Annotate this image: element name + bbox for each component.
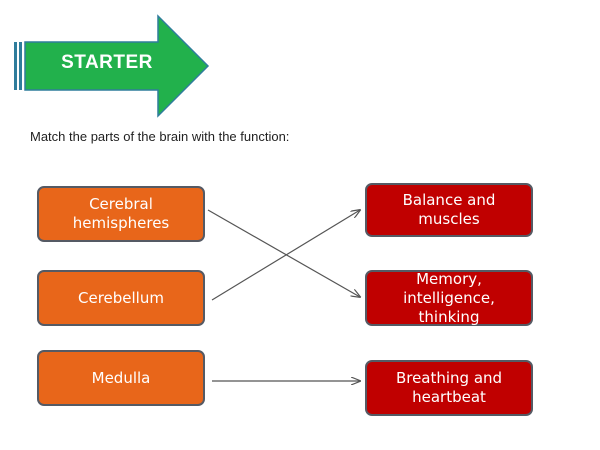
- banner-arrow: [24, 14, 210, 118]
- connector-cerebellum-to-balance: [211, 210, 360, 301]
- connector-cerebral-to-memory: [207, 209, 360, 297]
- instruction-text: Match the parts of the brain with the fu…: [30, 129, 290, 144]
- part-label: Cerebellum: [78, 288, 164, 307]
- part-box-medulla[interactable]: Medulla: [37, 350, 205, 406]
- function-label: Breathing and heartbeat: [395, 369, 503, 406]
- part-label: Medulla: [91, 368, 151, 387]
- banner-title: STARTER: [61, 52, 153, 73]
- function-label: Balance and muscles: [402, 191, 496, 228]
- starter-banner: STARTER: [0, 0, 220, 120]
- part-label: Cerebral hemispheres: [72, 195, 170, 232]
- starter-arrow-shape: [14, 14, 210, 118]
- banner-stripe-1: [14, 42, 17, 90]
- function-box-breathing[interactable]: Breathing and heartbeat: [365, 360, 533, 416]
- part-box-cerebral-hemispheres[interactable]: Cerebral hemispheres: [37, 186, 205, 242]
- part-box-cerebellum[interactable]: Cerebellum: [37, 270, 205, 326]
- banner-stripe-2: [19, 42, 22, 90]
- function-box-memory[interactable]: Memory, intelligence, thinking: [365, 270, 533, 326]
- function-box-balance[interactable]: Balance and muscles: [365, 183, 533, 237]
- function-label: Memory, intelligence, thinking: [403, 269, 495, 326]
